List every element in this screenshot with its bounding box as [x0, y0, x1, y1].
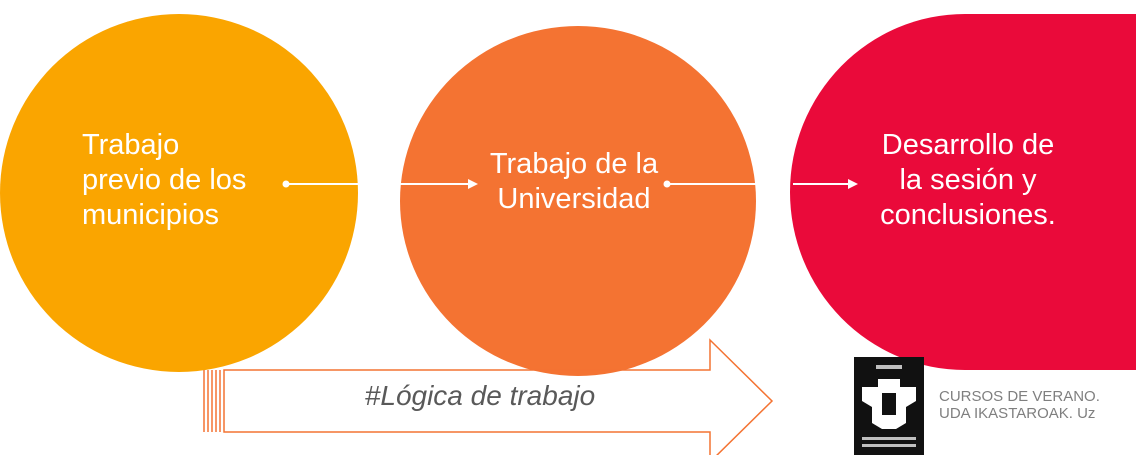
step-label-2: Trabajo de la Universidad	[489, 148, 659, 215]
step-circle-2	[400, 26, 756, 376]
connector-2	[663, 179, 858, 189]
connector-1	[282, 179, 478, 189]
step-label-1: Trabajo previo de los municipios	[82, 129, 247, 231]
process-arrow	[203, 338, 774, 455]
footer-line-1: CURSOS DE VERANO.	[939, 388, 1100, 405]
step-circle-3	[790, 14, 1136, 370]
footer-text: CURSOS DE VERANO. UDA IKASTAROAK. Uz	[939, 388, 1100, 422]
arrow-label: #Lógica de trabajo	[364, 380, 596, 411]
step-circle-1	[0, 14, 358, 372]
step-label-3: Desarrollo de la sesión y conclusiones.	[880, 129, 1056, 231]
ehu-logo-icon	[854, 357, 924, 455]
footer-line-2: UDA IKASTAROAK. Uz	[939, 405, 1096, 422]
